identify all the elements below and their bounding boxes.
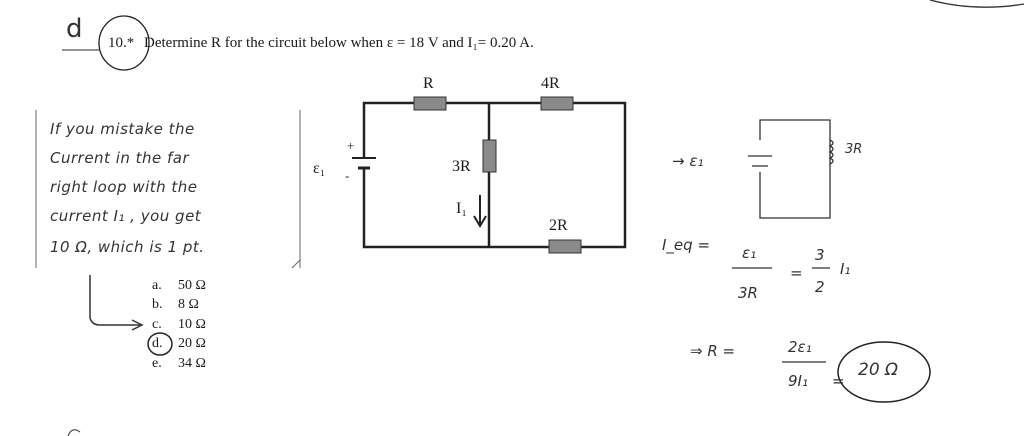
label-plus: + (347, 138, 355, 153)
work-ieq: I_eq = (662, 236, 711, 254)
note-line: current I₁ , you get (50, 207, 202, 225)
work-frac-num: 3 (815, 246, 825, 264)
choice-c: c.10 Ω (152, 317, 206, 332)
note-bracket (35, 110, 301, 269)
note-arrow-icon (89, 275, 144, 331)
label-emf: ε₁ (313, 160, 326, 177)
current-arrow-icon (473, 195, 487, 228)
question-number: 10.* (108, 35, 135, 51)
battery-symbol (350, 135, 378, 190)
question-prompt: Determine R for the circuit below when ε… (144, 35, 534, 51)
label-minus: - (345, 168, 350, 183)
work-arrow-emf: → ε₁ (672, 152, 704, 170)
corner-partial-circle (929, 0, 1024, 8)
resistor-3r (482, 139, 497, 173)
resistor-2r (548, 239, 582, 254)
corner-mark: d (66, 14, 83, 44)
answer-circle (837, 341, 931, 403)
note-line: If you mistake the (50, 120, 195, 138)
choice-d: d.20 Ω (152, 336, 206, 351)
note-line: right loop with the (50, 178, 198, 196)
choice-b: b.8 Ω (152, 297, 199, 312)
label-4r: 4R (541, 75, 560, 92)
work-r-den: 9I₁ (788, 372, 808, 390)
bottom-scribble (67, 429, 81, 436)
note-line: 10 Ω, which is 1 pt. (50, 238, 205, 256)
work-sketch-label: 3R (845, 142, 863, 157)
work-frac-den: 2 (815, 278, 825, 296)
note-line: Current in the far (50, 149, 190, 167)
resistor-4r (540, 96, 574, 111)
label-r: R (423, 75, 434, 92)
work-eq-den: 3R (738, 284, 758, 302)
circuit-wires (362, 101, 627, 249)
resistor-r (413, 96, 447, 111)
work-r-arrow: ⇒ R = (690, 342, 736, 360)
work-answer: 20 Ω (858, 360, 899, 380)
work-eq-i: I₁ (840, 260, 851, 278)
choice-d-circle (147, 332, 173, 356)
label-2r: 2R (549, 217, 568, 234)
label-current: I₁ (456, 200, 467, 217)
work-eq-equals: = (790, 264, 803, 282)
work-eq-num: ε₁ (742, 244, 757, 262)
work-r-num: 2ε₁ (788, 338, 812, 356)
work-r-equals: = (832, 372, 845, 390)
choice-a: a.50 Ω (152, 278, 206, 293)
choice-e: e.34 Ω (152, 356, 206, 371)
label-3r: 3R (452, 158, 471, 175)
fraction-bars (732, 267, 830, 363)
simplified-circuit-sketch (748, 119, 834, 219)
question-number-circle (98, 15, 150, 71)
question-text: 10.* Determine R for the circuit below w… (108, 35, 534, 52)
